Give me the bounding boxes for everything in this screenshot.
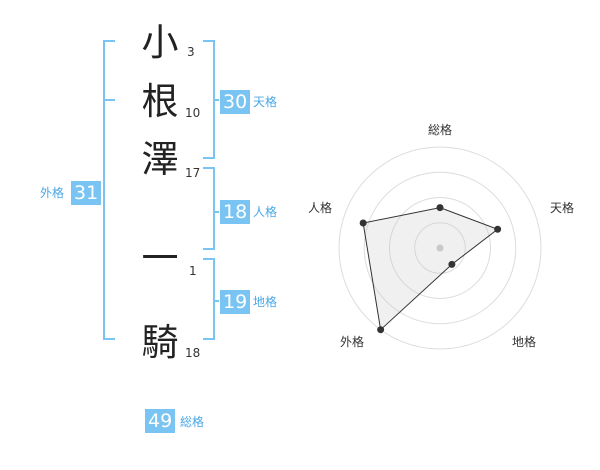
radar-polygon: [362, 207, 499, 331]
radar-axis-label-5: 人格: [308, 200, 332, 215]
tenkaku-label: 天格: [253, 95, 278, 109]
radar-ring: [389, 197, 491, 299]
name-char-1: 小: [141, 21, 179, 64]
jinkaku-bracket: [203, 167, 219, 250]
stroke-count-3: 17: [185, 166, 201, 180]
radar-center: [436, 244, 444, 252]
soukaku-value: 49: [145, 409, 176, 433]
name-char-3: 澤: [141, 138, 179, 181]
stroke-count-2: 10: [185, 106, 201, 120]
jinkaku-label: 人格: [253, 205, 278, 219]
radar-axis-label-3: 地格: [512, 334, 536, 349]
gaikaku-bracket: [103, 40, 115, 340]
name-char-2: 根: [141, 80, 179, 123]
radar-point-2: [494, 225, 502, 233]
tenkaku-bracket: [203, 40, 219, 159]
radar-point-1: [436, 204, 444, 212]
name-char-4: 一: [141, 237, 179, 280]
name-char-5: 騎: [141, 321, 179, 364]
radar-axis-label-4: 外格: [340, 334, 364, 349]
radar-axis-label-1: 総格: [428, 122, 452, 137]
radar-ring: [363, 171, 517, 325]
radar-point-4: [377, 326, 385, 334]
gaikaku-label: 外格: [40, 186, 65, 200]
tenkaku-value: 30: [220, 90, 251, 114]
stroke-count-1: 3: [187, 45, 195, 59]
radar-axis-label-2: 天格: [550, 200, 574, 215]
chikaku-value: 19: [220, 290, 251, 314]
radar-point-5: [359, 219, 367, 227]
soukaku-label: 総格: [180, 415, 205, 429]
stroke-count-5: 18: [185, 346, 201, 360]
radar-ring: [414, 222, 466, 274]
chikaku-label: 地格: [253, 295, 278, 309]
radar-ring: [338, 146, 542, 350]
radar-point-3: [448, 260, 456, 268]
jinkaku-value: 18: [220, 200, 251, 224]
stroke-count-4: 1: [189, 264, 197, 278]
gaikaku-value: 31: [71, 181, 102, 205]
chikaku-bracket: [203, 258, 219, 340]
